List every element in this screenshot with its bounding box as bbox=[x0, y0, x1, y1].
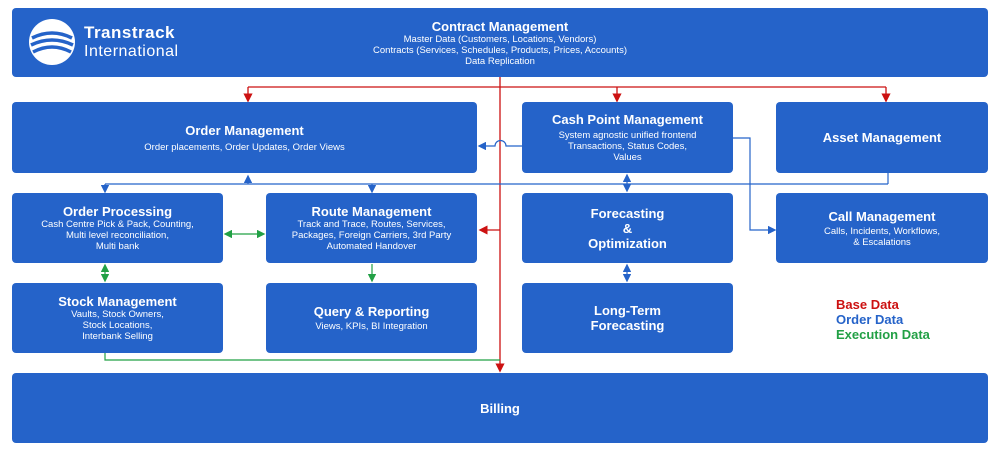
logo-emblem-icon bbox=[29, 19, 75, 65]
order-processing-line-3: Multi bank bbox=[95, 241, 140, 252]
asset-management-box: Asset Management bbox=[776, 102, 988, 173]
contract-line-3: Data Replication bbox=[465, 55, 535, 67]
order-data-lines bbox=[100, 137, 889, 283]
contract-line-1: Master Data (Customers, Locations, Vendo… bbox=[403, 33, 597, 45]
cash-point-line-1: System agnostic unified frontend bbox=[558, 130, 697, 141]
contract-line-2: Contracts (Services, Schedules, Products… bbox=[373, 44, 627, 56]
route-line-3: Automated Handover bbox=[326, 241, 417, 252]
order-management-box: Order Management Order placements, Order… bbox=[12, 102, 477, 173]
query-line-1: Views, KPIs, BI Integration bbox=[315, 321, 428, 332]
execution-data-lines bbox=[100, 229, 500, 361]
legend-execution-data: Execution Data bbox=[836, 327, 930, 342]
transtrack-logo: Transtrack International bbox=[28, 17, 208, 67]
query-reporting-box: Query & Reporting Views, KPIs, BI Integr… bbox=[266, 283, 477, 353]
cash-point-title: Cash Point Management bbox=[552, 112, 703, 127]
legend-order-data: Order Data bbox=[836, 312, 904, 327]
billing-title: Billing bbox=[480, 400, 520, 416]
forecasting-title-line-2: & bbox=[622, 220, 633, 236]
long-term-forecasting-box: Long-Term Forecasting bbox=[522, 283, 733, 353]
forecasting-title-line-1: Forecasting bbox=[590, 205, 665, 221]
call-management-box: Call Management Calls, Incidents, Workfl… bbox=[776, 193, 988, 263]
route-management-box: Route Management Track and Trace, Routes… bbox=[266, 193, 477, 263]
forecasting-optimization-box: Forecasting & Optimization bbox=[522, 193, 733, 263]
order-management-title: Order Management bbox=[185, 122, 304, 138]
route-management-title: Route Management bbox=[311, 204, 432, 219]
stock-management-box: Stock Management Vaults, Stock Owners, S… bbox=[12, 283, 223, 353]
order-processing-box: Order Processing Cash Centre Pick & Pack… bbox=[12, 193, 223, 263]
order-processing-line-2: Multi level reconciliation, bbox=[66, 230, 169, 241]
stock-management-title: Stock Management bbox=[58, 294, 177, 309]
route-line-1: Track and Trace, Routes, Services, bbox=[297, 219, 446, 230]
long-term-title-line-1: Long-Term bbox=[594, 303, 661, 318]
base-data-lines bbox=[243, 77, 891, 373]
stock-line-3: Interbank Selling bbox=[82, 331, 153, 342]
query-reporting-title: Query & Reporting bbox=[313, 304, 430, 319]
order-management-line-1: Order placements, Order Updates, Order V… bbox=[144, 141, 345, 153]
asset-management-title: Asset Management bbox=[822, 130, 942, 145]
call-management-title: Call Management bbox=[828, 208, 936, 224]
contract-management-title: Contract Management bbox=[431, 18, 569, 34]
legend-base-data: Base Data bbox=[836, 297, 899, 312]
cash-point-line-3: Values bbox=[613, 152, 642, 163]
long-term-title-line-2: Forecasting bbox=[590, 318, 665, 333]
order-processing-line-1: Cash Centre Pick & Pack, Counting, bbox=[41, 219, 194, 230]
order-processing-title: Order Processing bbox=[62, 204, 173, 219]
forecasting-title-line-3: Optimization bbox=[588, 235, 667, 251]
call-line-2: & Escalations bbox=[853, 236, 911, 248]
call-line-1: Calls, Incidents, Workflows, bbox=[824, 225, 940, 237]
billing-box: Billing bbox=[12, 373, 988, 443]
cash-point-line-2: Transactions, Status Codes, bbox=[568, 141, 687, 152]
logo-line-2: International bbox=[84, 43, 179, 60]
legend: Base Data Order Data Execution Data bbox=[836, 297, 930, 342]
stock-line-2: Stock Locations, bbox=[82, 320, 153, 331]
logo-line-1: Transtrack bbox=[84, 23, 175, 42]
route-line-2: Packages, Foreign Carriers, 3rd Party bbox=[291, 230, 452, 241]
contract-management-box: Contract Management Master Data (Custome… bbox=[12, 8, 988, 77]
stock-line-1: Vaults, Stock Owners, bbox=[71, 309, 164, 320]
cash-point-management-box: Cash Point Management System agnostic un… bbox=[522, 102, 733, 173]
